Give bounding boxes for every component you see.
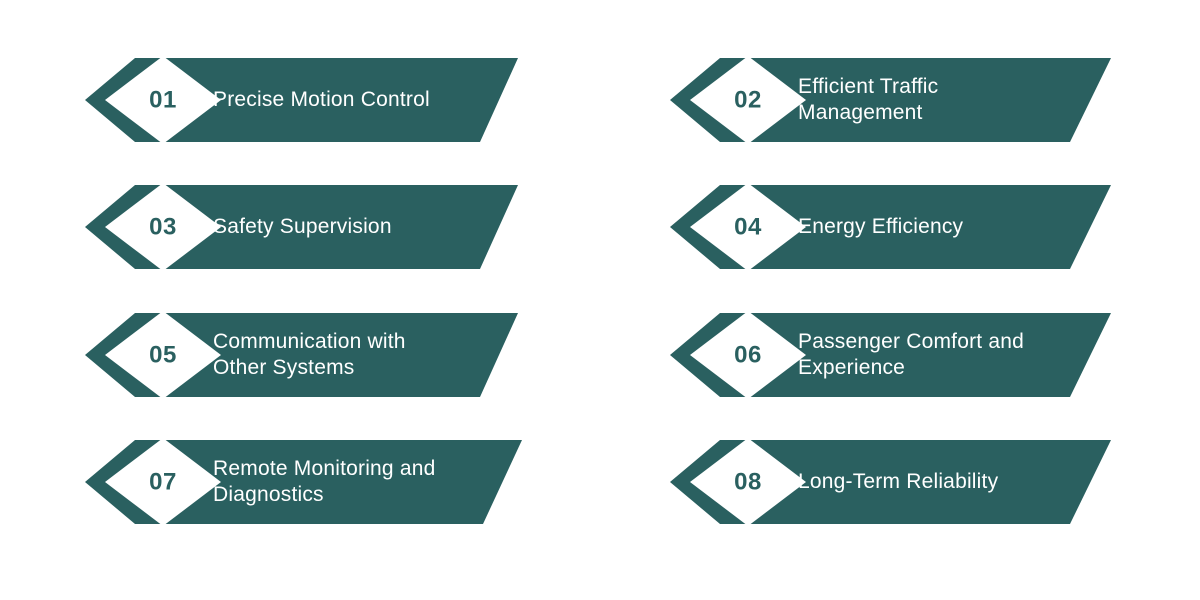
banner-arrow-icon: 03 — [85, 183, 518, 271]
banner-shape: 01 Precise Motion Control — [85, 40, 545, 160]
banner-item-05[interactable]: 05 Communication with Other Systems — [85, 295, 545, 415]
item-number: 07 — [149, 469, 177, 496]
banner-arrow-icon: 02 — [670, 56, 1111, 144]
banner-arrow-icon: 04 — [670, 183, 1111, 271]
banner-arrow-icon: 06 — [670, 311, 1111, 399]
banner-shape: 05 Communication with Other Systems — [85, 295, 545, 415]
banner-item-01[interactable]: 01 Precise Motion Control — [85, 40, 545, 160]
banner-item-08[interactable]: 08 Long-Term Reliability — [670, 422, 1130, 542]
banner-shape: 02 Efficient Traffic Management — [670, 40, 1130, 160]
banner-arrow-icon: 05 — [85, 311, 518, 399]
banner-arrow-icon: 07 — [85, 438, 522, 526]
banner-item-03[interactable]: 03 Safety Supervision — [85, 167, 545, 287]
banner-item-04[interactable]: 04 Energy Efficiency — [670, 167, 1130, 287]
item-number: 01 — [149, 87, 177, 114]
banner-arrow-icon: 08 — [670, 438, 1111, 526]
item-number: 02 — [734, 87, 762, 114]
banner-arrow-icon: 01 — [85, 56, 518, 144]
item-number: 05 — [149, 342, 177, 369]
item-number: 06 — [734, 342, 762, 369]
banner-shape: 04 Energy Efficiency — [670, 167, 1130, 287]
item-number: 04 — [734, 214, 762, 241]
banner-item-07[interactable]: 07 Remote Monitoring and Diagnostics — [85, 422, 545, 542]
item-number: 03 — [149, 214, 177, 241]
banner-shape: 06 Passenger Comfort and Experience — [670, 295, 1130, 415]
banner-item-06[interactable]: 06 Passenger Comfort and Experience — [670, 295, 1130, 415]
banner-shape: 07 Remote Monitoring and Diagnostics — [85, 422, 545, 542]
item-number: 08 — [734, 469, 762, 496]
banner-item-02[interactable]: 02 Efficient Traffic Management — [670, 40, 1130, 160]
banner-shape: 03 Safety Supervision — [85, 167, 545, 287]
banner-shape: 08 Long-Term Reliability — [670, 422, 1130, 542]
